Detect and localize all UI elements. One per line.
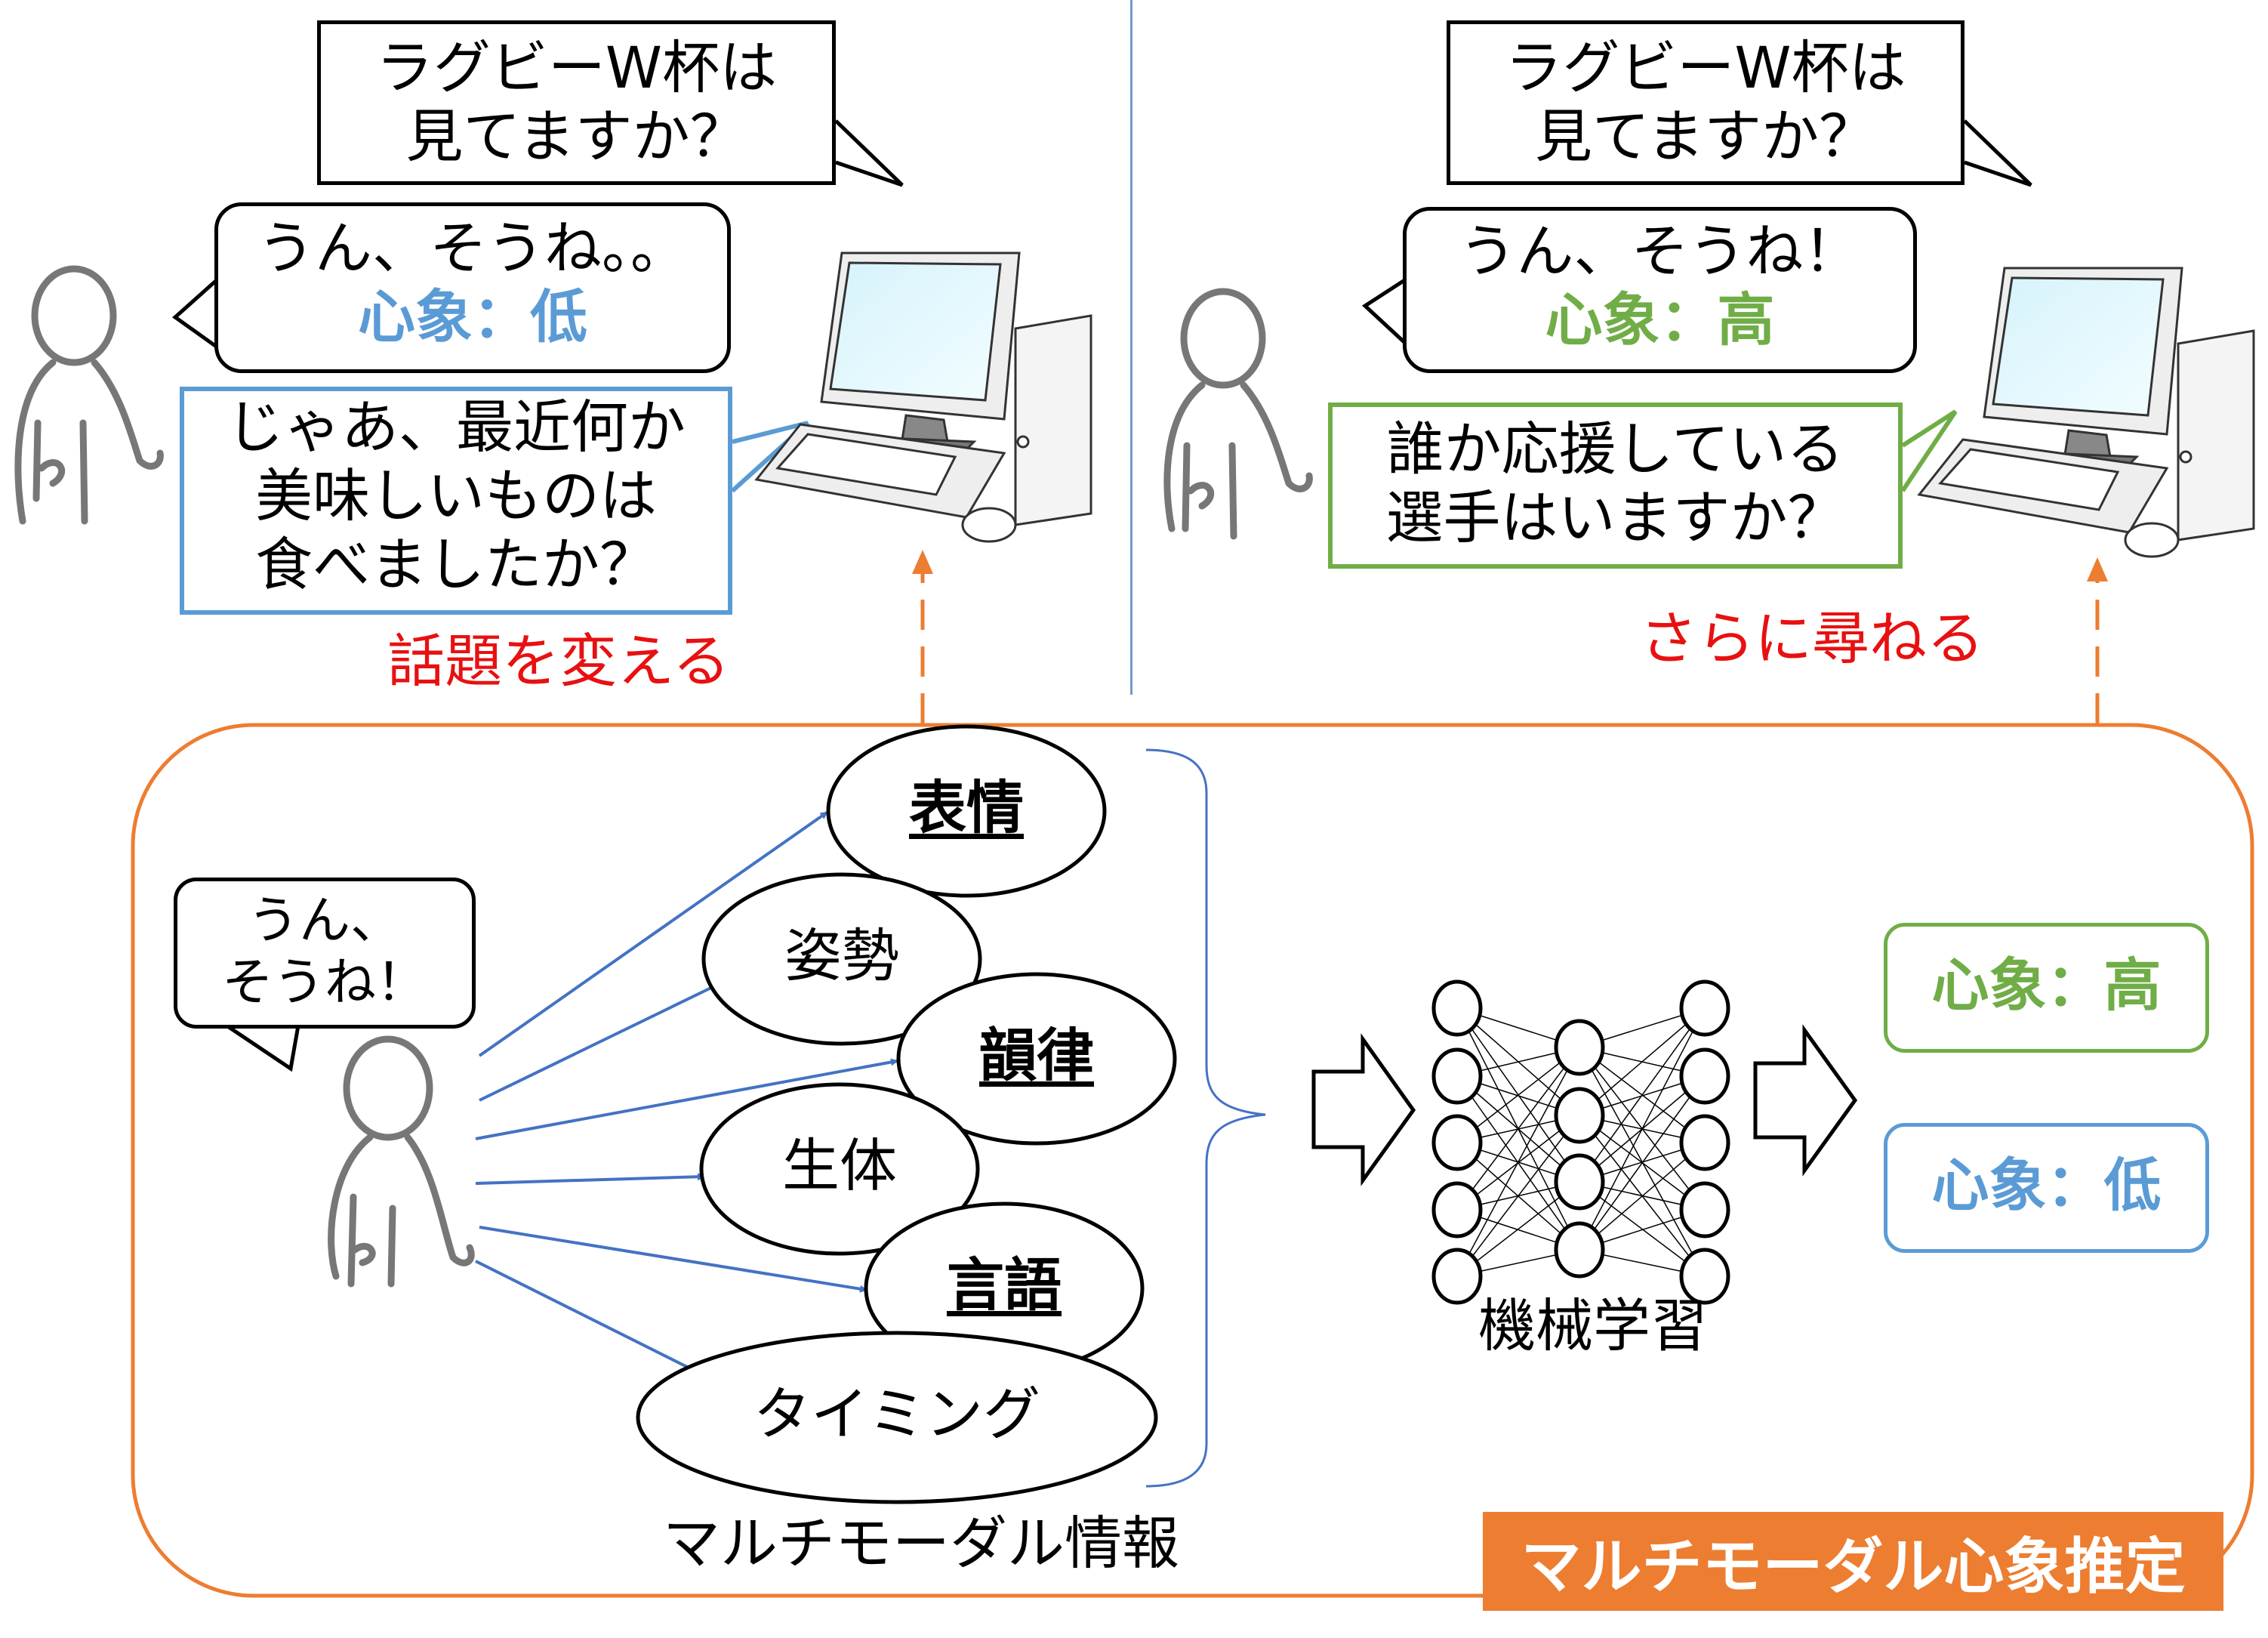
desktop-computer-icon bbox=[1917, 267, 2255, 558]
modalities-caption: マルチモーダル情報 bbox=[663, 1510, 1179, 1577]
nn-node bbox=[1554, 1153, 1605, 1211]
panel-title: マルチモーダル心象推定 bbox=[1521, 1531, 2186, 1602]
nn-node bbox=[1679, 1181, 1730, 1239]
nn-connection bbox=[1456, 1047, 1580, 1277]
right-question-tail bbox=[1963, 119, 2032, 187]
arrow-to-language bbox=[479, 1226, 867, 1293]
nn-node bbox=[1679, 1047, 1730, 1105]
nn-node bbox=[1431, 1114, 1483, 1171]
feedback-arrow-right bbox=[2087, 557, 2108, 723]
left-response-box: じゃあ、最近何か 美味しいものは 食べましたか？ bbox=[180, 387, 732, 615]
desktop-computer-icon bbox=[754, 251, 1092, 543]
left-response-line-1: じゃあ、最近何か bbox=[226, 393, 686, 461]
right-action-label: さらに尋ねる bbox=[1640, 605, 1984, 672]
left-response-line-2: 美味しいものは bbox=[255, 462, 657, 530]
left-reply-bubble: うん、そうね。。 心象：低 bbox=[214, 202, 731, 373]
modality-arrows bbox=[475, 811, 898, 1380]
modality-label-posture: 姿勢 bbox=[784, 922, 899, 989]
modality-label-timing: タイミング bbox=[753, 1380, 1040, 1448]
nn-connection bbox=[1456, 1047, 1580, 1211]
output-low-label: 心象：低 bbox=[1931, 1152, 2162, 1219]
left-question-line-2: 見てますか？ bbox=[405, 103, 747, 171]
modality-label-language: 言語 bbox=[947, 1251, 1062, 1319]
nn-node bbox=[1679, 1114, 1730, 1171]
nn-connection bbox=[1579, 1007, 1706, 1116]
modality-ellipse-expression bbox=[826, 724, 1107, 898]
scenario-divider bbox=[1130, 0, 1132, 695]
arrow-to-expression bbox=[478, 811, 828, 1057]
right-response-line-2: 選手はいますか？ bbox=[1385, 484, 1845, 552]
left-reply-tail bbox=[172, 278, 219, 350]
right-question-line-1: ラグビーW杯は bbox=[1505, 34, 1906, 101]
modality-ellipse-timing bbox=[636, 1331, 1158, 1504]
arrow-to-posture bbox=[479, 984, 717, 1102]
nn-node bbox=[1554, 1019, 1605, 1076]
person-icon bbox=[1163, 288, 1313, 540]
nn-node bbox=[1679, 979, 1730, 1037]
nn-connection bbox=[1579, 1007, 1706, 1183]
panel-utterance-line-1: うん、 bbox=[247, 891, 402, 951]
panel-title-badge: マルチモーダル心象推定 bbox=[1483, 1512, 2223, 1611]
left-question-line-1: ラグビーW杯は bbox=[375, 34, 778, 101]
estimation-panel bbox=[131, 723, 2254, 1598]
person-icon bbox=[14, 265, 164, 525]
neural-network-icon bbox=[1431, 979, 1730, 1305]
block-arrow-out bbox=[1753, 1024, 1858, 1177]
nn-connection bbox=[1579, 1142, 1706, 1251]
left-action-label: 話題を変える bbox=[387, 628, 730, 695]
arrow-to-timing bbox=[475, 1260, 713, 1380]
modality-label-physiology: 生体 bbox=[782, 1132, 897, 1199]
right-response-line-1: 誰か応援している bbox=[1386, 415, 1844, 483]
modality-ellipse-prosody bbox=[896, 972, 1177, 1146]
right-question-box: ラグビーW杯は 見てますか？ bbox=[1447, 20, 1964, 185]
modality-label-expression: 表情 bbox=[909, 774, 1024, 841]
right-engagement-label: 心象：高 bbox=[1545, 286, 1775, 354]
nn-node bbox=[1431, 979, 1483, 1037]
arrow-to-physiology bbox=[475, 1173, 705, 1185]
panel-utterance-tail bbox=[225, 1023, 300, 1072]
right-question-line-2: 見てますか？ bbox=[1534, 103, 1877, 171]
nn-connection bbox=[1579, 1075, 1706, 1251]
left-response-line-3: 食べましたか？ bbox=[255, 531, 657, 599]
left-reply-text: うん、そうね。。 bbox=[257, 214, 688, 282]
ml-caption: 機械学習 bbox=[1478, 1292, 1708, 1359]
modality-label-prosody: 韻律 bbox=[979, 1022, 1094, 1089]
nn-node bbox=[1554, 1087, 1605, 1144]
output-high-box: 心象：高 bbox=[1884, 923, 2209, 1053]
left-engagement-label: 心象：低 bbox=[358, 283, 587, 351]
modality-ellipse-physiology bbox=[699, 1082, 980, 1256]
output-low-box: 心象：低 bbox=[1884, 1123, 2209, 1253]
person-icon bbox=[328, 1035, 475, 1288]
nn-node bbox=[1679, 1248, 1730, 1305]
right-response-tail bbox=[1900, 409, 1958, 492]
right-reply-text: うん、そうね！ bbox=[1459, 217, 1861, 285]
nn-connection bbox=[1456, 1115, 1580, 1277]
nn-node bbox=[1554, 1221, 1605, 1279]
arrow-to-prosody bbox=[475, 1058, 898, 1140]
left-question-box: ラグビーW杯は 見てますか？ bbox=[317, 20, 836, 185]
panel-utterance-bubble: うん、 そうね！ bbox=[174, 878, 476, 1029]
modality-ellipse-posture bbox=[701, 872, 982, 1046]
right-reply-bubble: うん、そうね！ 心象：高 bbox=[1403, 207, 1917, 373]
panel-utterance-line-2: そうね！ bbox=[221, 952, 427, 1013]
grouping-brace bbox=[1145, 748, 1266, 1488]
left-question-tail bbox=[834, 119, 904, 187]
output-high-label: 心象：高 bbox=[1931, 952, 2162, 1019]
right-response-box: 誰か応援している 選手はいますか？ bbox=[1328, 403, 1903, 569]
nn-connection bbox=[1579, 1007, 1706, 1251]
block-arrow-in bbox=[1311, 1033, 1416, 1186]
nn-node bbox=[1431, 1181, 1483, 1239]
nn-node bbox=[1431, 1047, 1483, 1105]
feedback-arrow-left bbox=[912, 550, 933, 723]
right-reply-tail bbox=[1361, 277, 1407, 345]
nn-node bbox=[1431, 1248, 1483, 1305]
